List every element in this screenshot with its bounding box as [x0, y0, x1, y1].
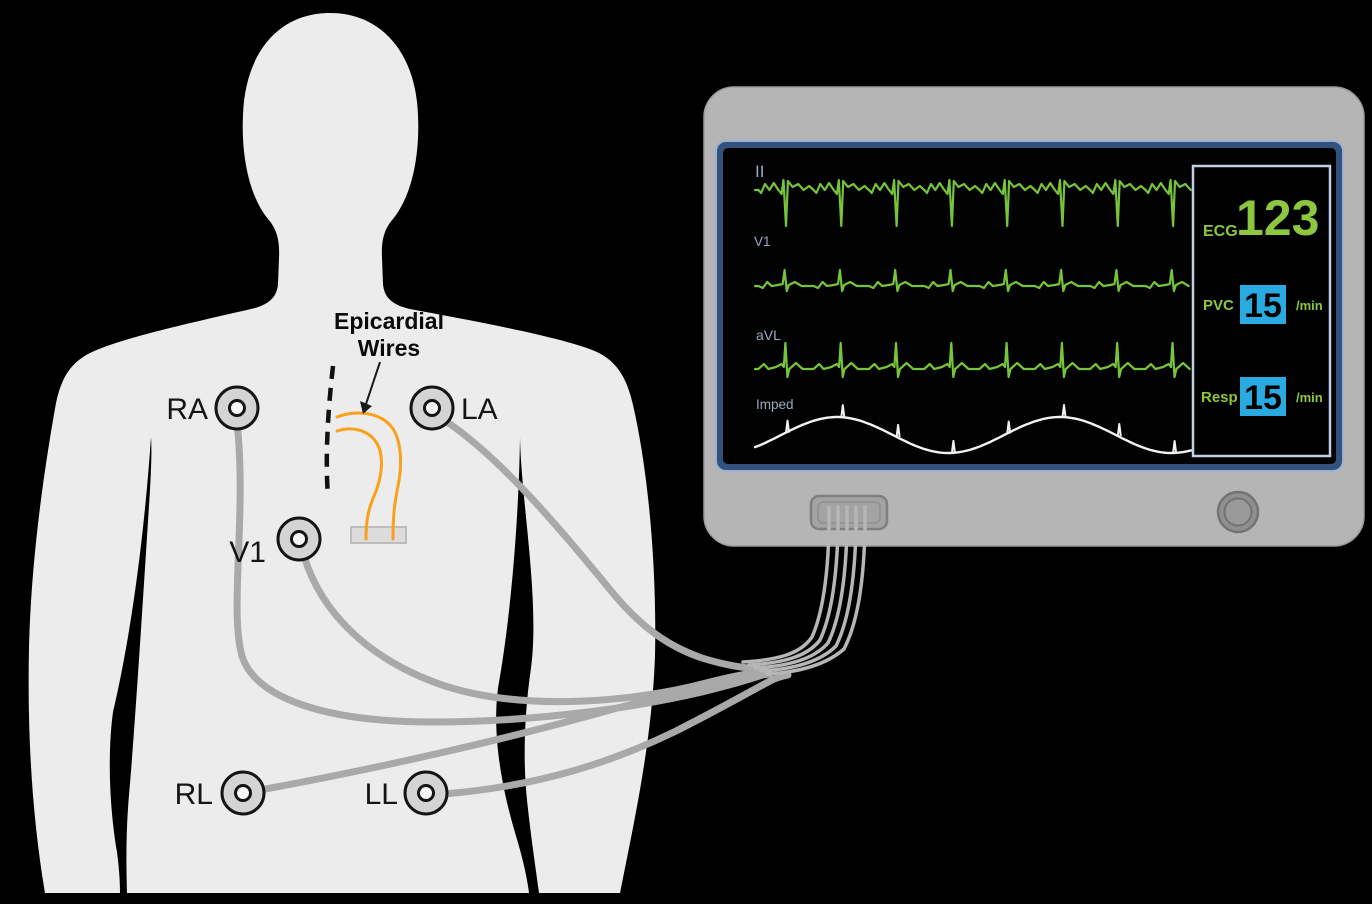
ecg-value: 123	[1236, 190, 1319, 246]
resp-label: Resp	[1201, 389, 1238, 406]
wave-resp	[753, 415, 1193, 455]
cable-connector-port	[809, 494, 889, 531]
resp-unit: /min	[1296, 390, 1323, 405]
lead-ii-label: II	[755, 162, 764, 181]
annotation-arrowhead	[360, 401, 372, 414]
epicardial-annotation-line1: Epicardial	[334, 308, 444, 334]
electrode-ra: RA	[166, 385, 260, 431]
power-button-ring	[1223, 497, 1253, 527]
pvc-value-box	[1240, 285, 1286, 324]
electrode-rl-label: RL	[175, 778, 213, 811]
cable-v1	[300, 552, 770, 706]
electrode-rl-snap	[234, 784, 252, 802]
epicardial-wire-2	[335, 427, 383, 541]
left-arm-slit	[109, 437, 152, 893]
pvc-label: PVC	[1203, 297, 1234, 314]
epicardial-connector-block	[350, 526, 407, 544]
connector-wire-2	[747, 505, 840, 667]
electrode-la-snap	[423, 399, 441, 417]
connector-wires	[741, 505, 867, 676]
electrode-ll-snap	[417, 784, 435, 802]
resp-value-box	[1240, 377, 1286, 416]
connector-wire-1	[741, 505, 831, 664]
wave-avl	[753, 341, 1191, 379]
cable-rl	[256, 670, 774, 794]
electrode-la-label: LA	[461, 393, 498, 426]
electrode-cables	[233, 416, 792, 798]
cable-ra	[233, 418, 772, 726]
wave-resp-ticks	[785, 404, 1178, 454]
pvc-unit: /min	[1296, 298, 1323, 313]
electrode-rl: RL	[175, 770, 266, 816]
electrode-v1-snap	[290, 530, 308, 548]
ecg-label: ECG	[1203, 223, 1238, 240]
electrode-ra-label: RA	[166, 393, 208, 426]
cable-ll	[440, 671, 792, 798]
wave-ii	[753, 178, 1192, 228]
connector-wire-4	[759, 505, 858, 673]
electrode-la: LA	[409, 385, 498, 431]
lead-avl-label: aVL	[756, 327, 781, 343]
epicardial-annotation-line2: Wires	[358, 335, 420, 361]
annotation-arrow-line	[365, 361, 381, 405]
cable-la	[440, 416, 768, 674]
resp-value: 15	[1244, 379, 1282, 417]
wave-v1	[753, 268, 1190, 293]
lead-v1-label: V1	[754, 234, 771, 249]
electrode-v1: V1	[229, 516, 322, 569]
screen	[723, 148, 1336, 464]
cable-connector-port-inner	[817, 501, 881, 524]
sternum-incision-dashed-line	[324, 365, 336, 498]
electrode-ra-snap	[228, 399, 246, 417]
body-silhouette	[28, 13, 656, 893]
electrode-ll: LL	[365, 770, 449, 816]
right-arm-slit	[496, 437, 539, 893]
connector-wire-3	[753, 505, 849, 670]
connector-wire-5	[765, 505, 867, 676]
pvc-value: 15	[1244, 287, 1282, 325]
electrode-v1-label: V1	[229, 536, 266, 569]
electrode-ll-label: LL	[365, 778, 398, 811]
patient-monitor: II V1 aVL Imped ECG 123 PVC 15 /min Resp…	[703, 86, 1365, 547]
epicardial-wire-1	[335, 411, 403, 541]
lead-imped-label: Imped	[756, 397, 794, 412]
